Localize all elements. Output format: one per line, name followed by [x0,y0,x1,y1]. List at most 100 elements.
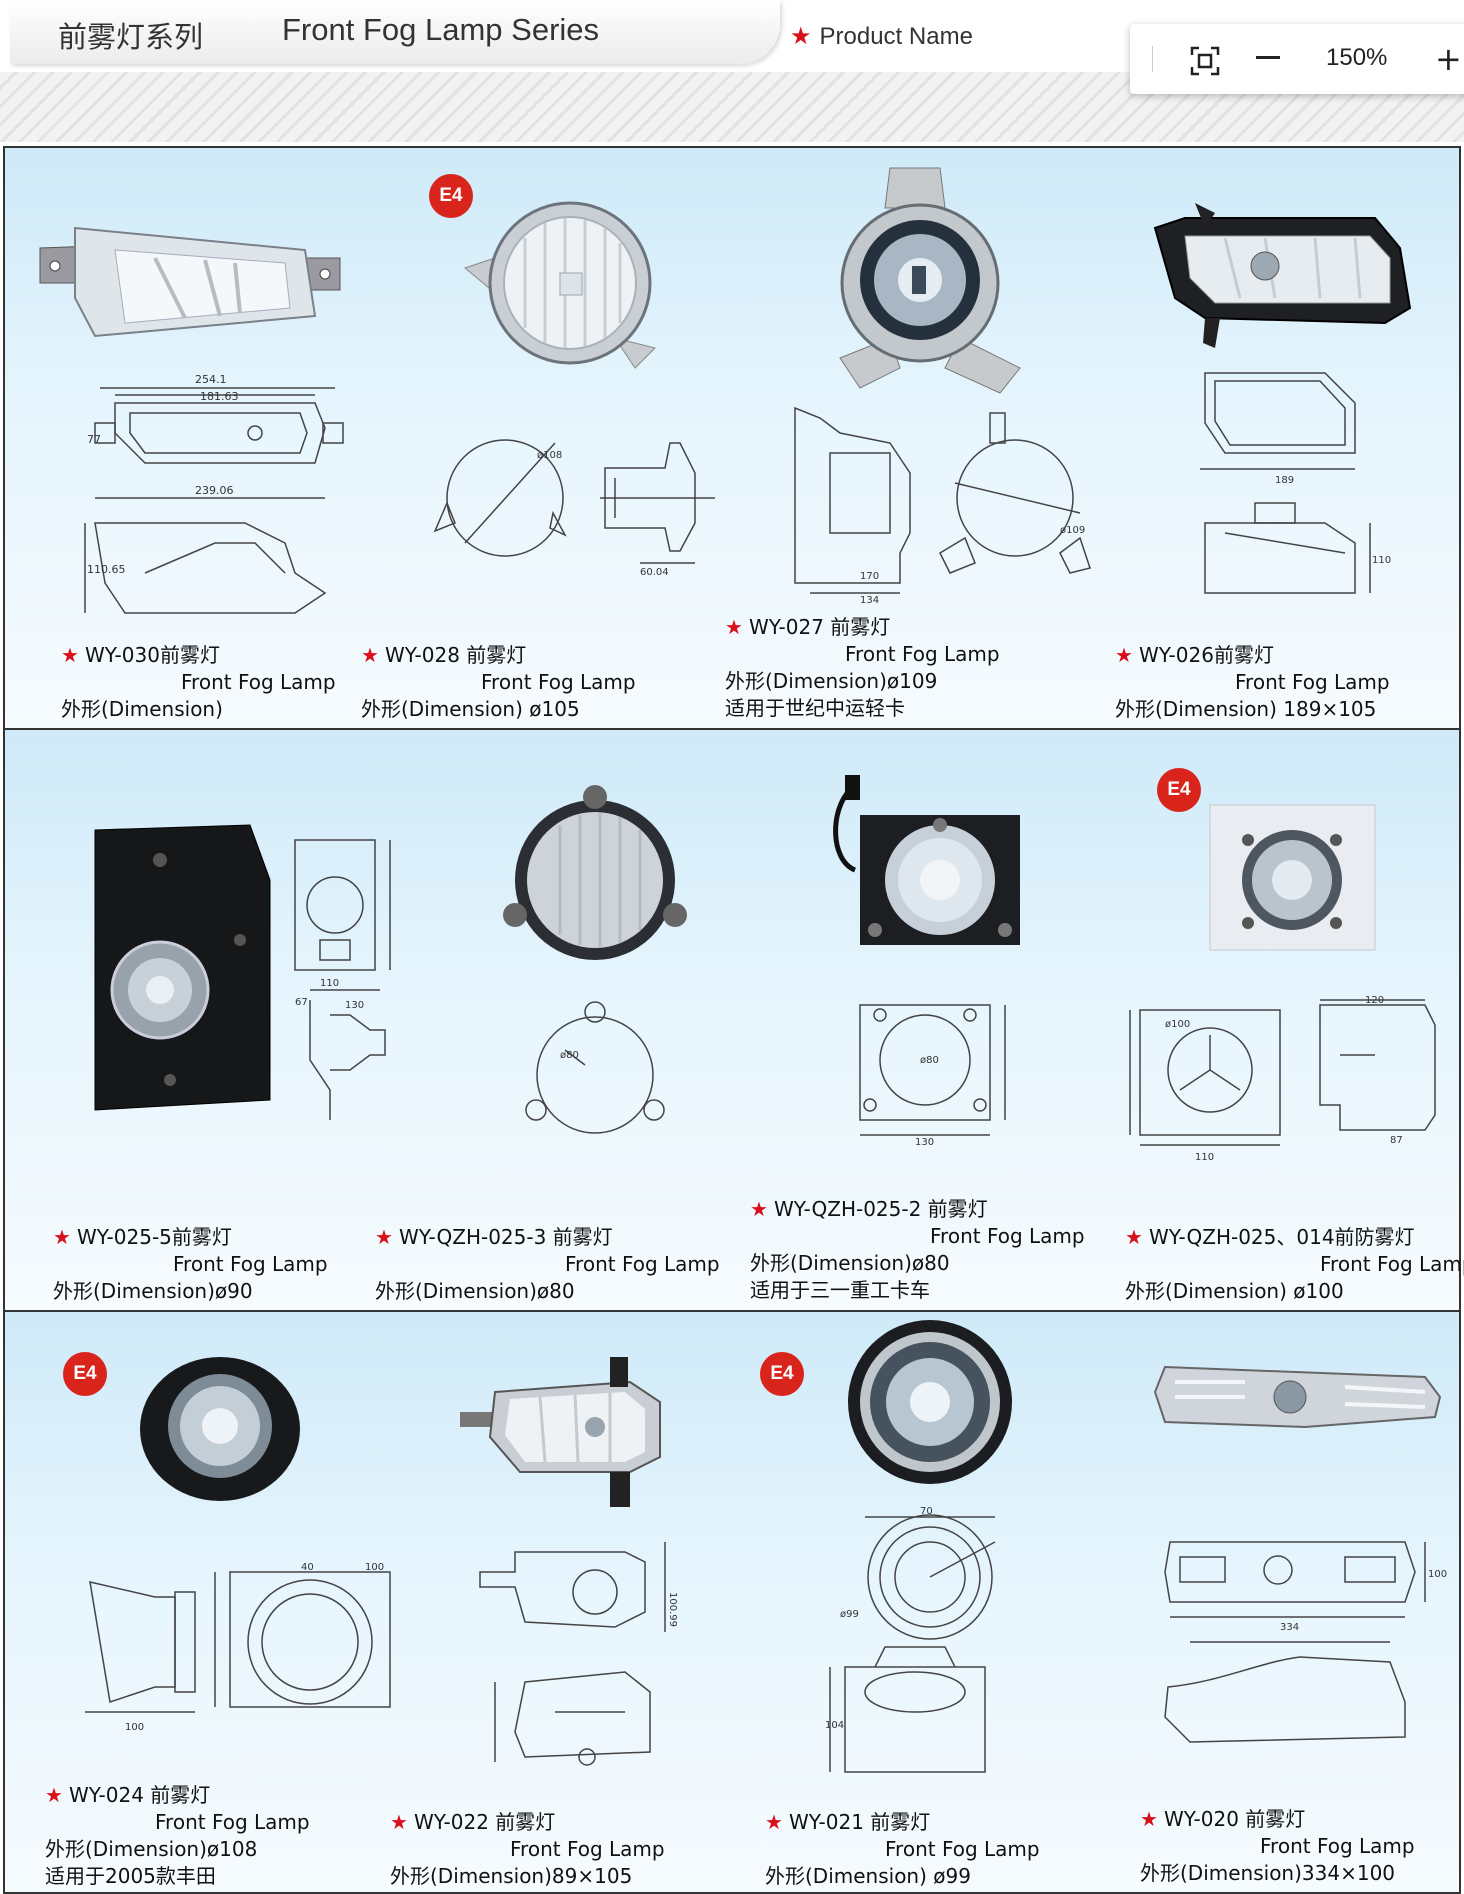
dim-label: 104 [825,1720,844,1731]
dim-label: 67 [295,997,308,1008]
star-icon: ★ [1115,643,1133,667]
star-icon: ★ [790,23,812,50]
dim-label: 130 [915,1137,934,1148]
dim-label: 100 [125,1722,144,1733]
product-panel-row-3: E4 100 40 100 [3,1310,1461,1894]
technical-drawing-wy026: 189 110 [1200,372,1391,594]
product-name-legend: ★Product Name [790,22,973,51]
dim-label: 100 [1428,1569,1447,1580]
technical-drawing-wy028: ø108 60.04 [433,439,715,578]
technical-drawing-wy-qzh-025-3: ø80 [525,1001,665,1134]
technical-drawing-wy027: 170 134 ø109 [794,406,1091,606]
e4-certification-badge: E4 [760,1352,804,1396]
product-dimension: 外形(Dimension) ø100 [1125,1279,1344,1303]
product-model-line: ★WY-QZH-025-2 前雾灯 [750,1196,1085,1223]
zoom-toolbar: 150% + [1130,24,1464,94]
zoom-out-button[interactable] [1256,56,1280,59]
product-caption-wy028: ★WY-028 前雾灯 Front Fog Lamp 外形(Dimension)… [361,642,636,723]
product-dimension: 外形(Dimension)ø109 [725,669,938,693]
star-icon: ★ [765,1810,783,1834]
product-english-name: Front Fog Lamp [1320,1252,1464,1276]
product-dimension: 外形(Dimension) ø105 [361,697,580,721]
lamp-photo-wy022 [460,1357,661,1507]
product-model-line: ★WY-028 前雾灯 [361,642,636,669]
title-tab: 前雾灯系列 Front Fog Lamp Series [10,0,780,64]
product-model-line: ★WY-026前雾灯 [1115,642,1390,669]
dim-label: 77 [87,433,101,446]
product-english-name: Front Fog Lamp [845,642,1000,666]
lamp-photo-wy021 [848,1320,1012,1484]
e4-certification-badge: E4 [429,174,473,218]
product-model: WY-QZH-025-3 前雾灯 [398,1225,613,1249]
dim-label: 70 [920,1506,933,1517]
title-english: Front Fog Lamp Series [282,12,600,47]
dim-label: 239.06 [195,484,234,497]
product-dimension: 外形(Dimension)334×100 [1140,1861,1396,1885]
technical-drawing-wy020: 100 334 [1164,1541,1447,1743]
product-model-line: ★WY-021 前雾灯 [765,1809,1040,1836]
star-icon: ★ [375,1225,393,1249]
product-panel-row-2: 110 67 130 ø80 ø80 [3,728,1464,1312]
product-caption-wy026: ★WY-026前雾灯 Front Fog Lamp 外形(Dimension) … [1115,642,1390,723]
dim-label: 120 [1365,995,1384,1006]
e4-certification-badge: E4 [1157,768,1201,812]
lamp-photo-wy026 [1153,203,1412,348]
product-dimension: 外形(Dimension) 189×105 [1115,697,1377,721]
product-model-line: ★WY-QZH-025、014前防雾灯 [1125,1224,1464,1251]
lamp-photo-wy028 [463,201,656,369]
product-application: 适用于2005款丰田 [45,1864,216,1888]
product-caption-wy-qzh-025-014: ★WY-QZH-025、014前防雾灯 Front Fog Lamp 外形(Di… [1125,1224,1464,1305]
technical-drawing-wy025-5: 110 67 130 [294,839,391,1120]
dim-label: 170 [860,571,879,582]
dim-label: ø80 [920,1055,939,1066]
star-icon: ★ [725,615,743,639]
lamp-photo-wy025-5 [94,824,271,1111]
product-english-name: Front Fog Lamp [1260,1834,1415,1858]
product-model-line: ★WY-027 前雾灯 [725,614,1000,641]
star-icon: ★ [45,1783,63,1807]
dim-label: 110 [1372,555,1391,566]
dim-label: 87 [1390,1135,1403,1146]
lamp-photo-wy-qzh-025-014 [1209,804,1376,951]
product-english-name: Front Fog Lamp [930,1224,1085,1248]
dim-label: ø108 [537,450,562,461]
fit-to-screen-icon[interactable] [1190,46,1220,76]
star-icon: ★ [361,643,379,667]
star-icon: ★ [1140,1807,1158,1831]
product-dimension: 外形(Dimension)ø80 [375,1279,575,1303]
zoom-level: 150% [1326,44,1388,71]
product-caption-wy030: ★WY-030前雾灯 Front Fog Lamp 外形(Dimension) [61,642,336,723]
technical-drawing-wy021: 70 ø99 104 [825,1506,996,1773]
product-english-name: Front Fog Lamp [155,1810,310,1834]
product-dimension: 外形(Dimension)ø80 [750,1251,950,1275]
product-english-name: Front Fog Lamp [181,670,336,694]
product-model: WY-030前雾灯 [84,643,220,667]
zoom-in-button[interactable]: + [1435,40,1462,78]
product-model-line: ★WY-025-5前雾灯 [53,1224,328,1251]
product-model-line: ★WY-022 前雾灯 [390,1809,665,1836]
dim-label: ø99 [840,1609,859,1620]
dim-label: 254.1 [195,373,227,386]
product-model: WY-027 前雾灯 [748,615,891,639]
star-icon: ★ [390,1810,408,1834]
product-application: 适用于三一重工卡车 [750,1278,930,1302]
technical-drawing-wy024: 100 40 100 [85,1562,391,1733]
dim-label: 134 [860,595,879,606]
lamp-photo-wy024 [140,1357,300,1501]
product-english-name: Front Fog Lamp [481,670,636,694]
star-icon: ★ [750,1197,768,1221]
technical-drawing-wy-qzh-025-014: ø100 110 120 87 [1129,995,1436,1163]
product-caption-wy-qzh-025-3: ★WY-QZH-025-3 前雾灯 Front Fog Lamp 外形(Dime… [375,1224,720,1305]
star-icon: ★ [53,1225,71,1249]
dim-label: 110 [320,978,339,989]
lamp-photo-wy027 [839,167,1021,394]
product-dimension: 外形(Dimension) ø99 [765,1864,971,1888]
product-model-line: ★WY-QZH-025-3 前雾灯 [375,1224,720,1251]
toolbar-divider [1152,46,1153,72]
product-model: WY-025-5前雾灯 [76,1225,232,1249]
product-dimension: 外形(Dimension) [61,697,223,721]
lamp-photo-wy030 [39,226,341,338]
dim-label: 110 [1195,1152,1214,1163]
technical-drawing-wy030: 254.1 181.63 77 239.06 110.65 [84,373,344,614]
product-english-name: Front Fog Lamp [1235,670,1390,694]
